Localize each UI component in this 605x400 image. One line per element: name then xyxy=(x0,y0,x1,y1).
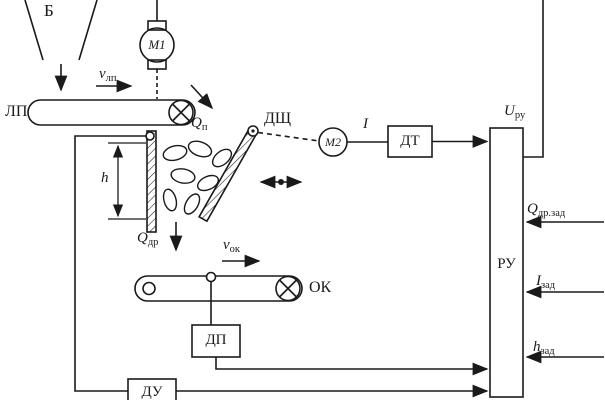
current-base: I xyxy=(363,116,368,132)
level-sensor-label: ДУ xyxy=(141,384,163,400)
crusher-label: ДЩ xyxy=(264,110,292,127)
crusher-shape xyxy=(145,125,259,233)
q-p-sub: п xyxy=(201,121,208,133)
u-ru-wire xyxy=(523,0,544,158)
current-label: I xyxy=(363,116,368,133)
v-ok-sub: ок xyxy=(229,243,241,255)
v-lp-label: vлп xyxy=(99,66,117,84)
v-lp-base: v xyxy=(99,66,106,82)
feeder-conveyor-shape xyxy=(27,99,196,126)
q-p-arrow xyxy=(190,84,214,110)
q-dr-set-base: Q xyxy=(527,201,538,217)
i-set-sub: зад xyxy=(541,279,556,291)
i-set-label: Iзад xyxy=(536,273,556,291)
q-dr-sub: др xyxy=(147,236,159,248)
q-dr-set-sub: др.зад xyxy=(537,207,566,219)
current-sensor-label: ДТ xyxy=(400,133,420,149)
motor1-shape xyxy=(139,0,175,99)
feedback-wires xyxy=(74,135,489,398)
v-ok-label: vок xyxy=(223,237,241,255)
v-ok-base: v xyxy=(223,237,230,253)
h-set-label: hзад xyxy=(533,339,555,357)
v-lp-sub: лп xyxy=(105,72,117,84)
q-dr-base: Q xyxy=(137,230,148,246)
u-ru-base: U xyxy=(504,103,515,119)
out-conveyor-shape xyxy=(134,271,303,325)
ru-box xyxy=(489,127,524,398)
perf-sensor-label: ДП xyxy=(205,332,227,348)
oscillation-arrow xyxy=(259,175,303,189)
feeder-label: ЛП xyxy=(5,103,28,120)
setpoint-arrows xyxy=(525,215,604,364)
motor2-label: М2 xyxy=(325,135,341,149)
u-ru-label: Uру xyxy=(504,103,526,121)
controller-label: РУ xyxy=(497,256,516,272)
q-dr-set-label: Qдр.зад xyxy=(527,201,566,219)
du-box xyxy=(127,378,177,400)
i-set-base: I xyxy=(536,273,541,289)
u-ru-sub: ру xyxy=(514,109,526,121)
hopper-label: Б xyxy=(44,1,54,20)
material-pieces xyxy=(162,140,233,215)
out-conveyor-label: ОК xyxy=(309,279,332,296)
h-label: h xyxy=(101,170,109,187)
q-dr-label: Qдр xyxy=(137,230,159,248)
motor1-label: М1 xyxy=(148,37,166,52)
hopper-shape xyxy=(24,0,98,92)
h-dimension xyxy=(108,142,146,220)
h-set-sub: зад xyxy=(540,345,555,357)
q-p-label: Qп xyxy=(191,115,208,133)
h-set-base: h xyxy=(533,339,541,355)
q-p-base: Q xyxy=(191,115,202,131)
h-base: h xyxy=(101,170,109,186)
motor2-shape xyxy=(257,127,489,157)
